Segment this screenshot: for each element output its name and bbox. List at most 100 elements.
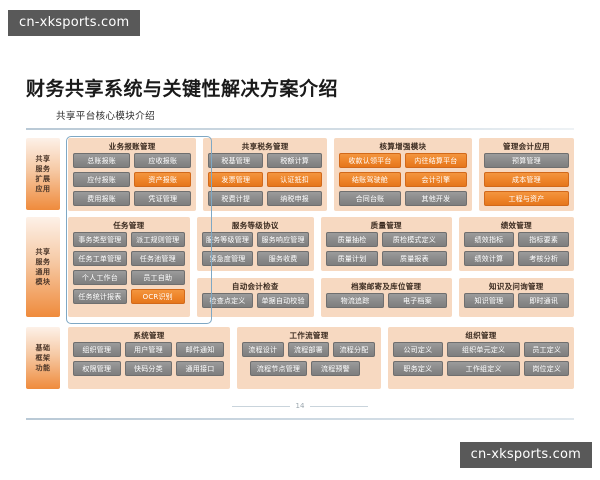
tile[interactable]: 预算管理 — [483, 153, 569, 168]
tile[interactable]: 质检模式定义 — [382, 232, 447, 247]
tile[interactable]: 税额计算 — [267, 153, 322, 168]
tile[interactable]: 紧急度管理 — [201, 251, 254, 266]
tile[interactable]: 结账驾驶舱 — [339, 172, 401, 187]
card-title: 工作流管理 — [289, 331, 329, 340]
card-sla[interactable]: 服务等级协议 服务等级管理 服务响应管理 紧急度管理 服务收费 — [196, 217, 314, 271]
tile[interactable]: 流程预警 — [310, 361, 360, 376]
tile[interactable]: 流程设计 — [242, 342, 284, 357]
tile[interactable]: 总账报账 — [73, 153, 131, 168]
tile[interactable]: 公司定义 — [393, 342, 443, 357]
card-quality-management[interactable]: 质量管理 质量抽检 质检模式定义 质量计划 质量报表 — [320, 217, 452, 271]
tile[interactable]: 质量抽检 — [325, 232, 379, 247]
tile-grid: 流程设计 流程部署 流程分配 流程节点管理 流程预警 — [242, 342, 376, 376]
band-label-0: 共享服务扩展应用 — [26, 138, 60, 210]
tile[interactable]: 个人工作台 — [73, 270, 127, 285]
tile[interactable]: 组织单元定义 — [446, 342, 521, 357]
tile[interactable]: 单据自动校验 — [257, 293, 309, 308]
tile[interactable]: 指标要素 — [518, 232, 569, 247]
tile[interactable]: 凭证管理 — [134, 191, 192, 206]
tile-grid: 总账报账 应收报账 应付报账 资产报账 费用报账 凭证管理 — [73, 153, 192, 206]
tile[interactable]: 任务工单管理 — [73, 251, 127, 266]
tile[interactable]: 税基管理 — [208, 153, 264, 168]
tile[interactable]: 应收报账 — [134, 153, 192, 168]
card-title: 核算增强模块 — [379, 142, 427, 151]
tile[interactable]: 快码分类 — [124, 361, 173, 376]
band-shared-service-common: 共享服务通用模块 任务管理 事务类型管理 派工规则管理 任务工单管理 任务池管理… — [26, 217, 574, 317]
tile[interactable]: 知识管理 — [463, 293, 515, 308]
tile[interactable]: 考核分析 — [518, 251, 569, 266]
card-workflow-management[interactable]: 工作流管理 流程设计 流程部署 流程分配 流程节点管理 流程预警 — [237, 327, 381, 389]
tile[interactable]: 邮件通知 — [176, 342, 224, 357]
column-1-0: 任务管理 事务类型管理 派工规则管理 任务工单管理 任务池管理 个人工作台 员工… — [68, 217, 190, 317]
tile[interactable]: 应付报账 — [73, 172, 131, 187]
card-organization-management[interactable]: 组织管理 公司定义 组织单元定义 员工定义 职务定义 工作组定义 岗位定义 — [388, 327, 574, 389]
tile[interactable]: 其他开发 — [404, 191, 467, 206]
tile[interactable]: 事务类型管理 — [73, 232, 127, 247]
card-shared-tax-management[interactable]: 共享税务管理 税基管理 税额计算 发票管理 认证抵扣 税费计提 纳税申报 — [203, 138, 327, 211]
footer-rule-right — [310, 405, 369, 407]
card-task-management[interactable]: 任务管理 事务类型管理 派工规则管理 任务工单管理 任务池管理 个人工作台 员工… — [68, 217, 190, 317]
tile[interactable]: 纳税申报 — [267, 191, 322, 206]
tile[interactable]: 流程节点管理 — [250, 361, 307, 376]
tile[interactable]: 收款认领平台 — [339, 153, 401, 168]
tile[interactable]: 服务等级管理 — [201, 232, 254, 247]
tile[interactable]: 员工定义 — [524, 342, 569, 357]
tile[interactable]: 服务响应管理 — [257, 232, 309, 247]
tile[interactable]: 工程与资产 — [483, 191, 569, 206]
watermark-bottom: cn-xksports.com — [459, 442, 592, 468]
tile[interactable]: 发票管理 — [208, 172, 264, 187]
tile[interactable]: 资产报账 — [134, 172, 192, 187]
tile[interactable]: 流程分配 — [333, 342, 375, 357]
tile[interactable]: 即时通讯 — [518, 293, 569, 308]
page-title: 财务共享系统与关键性解决方案介绍 — [26, 78, 339, 100]
card-title: 系统管理 — [133, 331, 165, 340]
tile-grid: 质量抽检 质检模式定义 质量计划 质量报表 — [325, 232, 447, 266]
card-accounting-enhancement[interactable]: 核算增强模块 收款认领平台 内往结算平台 结账驾驶舱 会计引擎 合同台账 其他开… — [334, 138, 472, 211]
tile[interactable]: 会计引擎 — [404, 172, 467, 187]
tile[interactable]: 服务收费 — [257, 251, 309, 266]
band-label-2-text: 基础框架功能 — [35, 344, 51, 372]
tile[interactable]: 电子档案 — [388, 293, 447, 308]
tile[interactable]: 派工规则管理 — [130, 232, 185, 247]
tile[interactable]: 员工自助 — [130, 270, 185, 285]
band-label-0-text: 共享服务扩展应用 — [35, 155, 51, 193]
card-business-reimbursement[interactable]: 业务报账管理 总账报账 应收报账 应付报账 资产报账 费用报账 凭证管理 — [68, 138, 197, 211]
band-1-body: 任务管理 事务类型管理 派工规则管理 任务工单管理 任务池管理 个人工作台 员工… — [68, 217, 574, 317]
tile[interactable]: 通用接口 — [176, 361, 224, 376]
tile[interactable]: 工作组定义 — [446, 361, 521, 376]
card-auto-accounting-check[interactable]: 自动会计检查 检查点定义 单据自动校验 — [196, 278, 314, 317]
tile[interactable]: 职务定义 — [393, 361, 443, 376]
band-label-2: 基础框架功能 — [26, 327, 60, 389]
column-2-0: 系统管理 组织管理 用户管理 邮件通知 权限管理 快码分类 通用接口 — [68, 327, 230, 389]
tile[interactable]: 认证抵扣 — [267, 172, 322, 187]
tile[interactable]: 税费计提 — [208, 191, 264, 206]
slide-footer: 14 — [0, 402, 600, 410]
tile[interactable]: 岗位定义 — [524, 361, 569, 376]
tile[interactable]: 合同台账 — [339, 191, 401, 206]
tile[interactable]: 检查点定义 — [201, 293, 254, 308]
tile[interactable]: 质量报表 — [382, 251, 447, 266]
tile[interactable]: 绩效指标 — [463, 232, 515, 247]
tile[interactable]: 任务池管理 — [130, 251, 185, 266]
tile[interactable]: 内往结算平台 — [404, 153, 467, 168]
card-system-management[interactable]: 系统管理 组织管理 用户管理 邮件通知 权限管理 快码分类 通用接口 — [68, 327, 230, 389]
tile[interactable]: 物流追踪 — [325, 293, 385, 308]
tile[interactable]: 组织管理 — [73, 342, 121, 357]
tile[interactable]: 绩效计算 — [463, 251, 515, 266]
card-performance-management[interactable]: 绩效管理 绩效指标 指标要素 绩效计算 考核分析 — [458, 217, 574, 271]
tile[interactable]: 费用报账 — [73, 191, 131, 206]
tile[interactable]: 任务统计报表 — [73, 289, 127, 304]
column-0-0: 业务报账管理 总账报账 应收报账 应付报账 资产报账 费用报账 凭证管理 — [68, 138, 197, 211]
card-title: 质量管理 — [370, 221, 402, 230]
tile[interactable]: 成本管理 — [483, 172, 569, 187]
tile[interactable]: 权限管理 — [73, 361, 121, 376]
card-management-accounting[interactable]: 管理会计应用 预算管理 成本管理 工程与资产 — [478, 138, 574, 211]
tile[interactable]: 流程部署 — [287, 342, 330, 357]
band-label-1-text: 共享服务通用模块 — [35, 248, 51, 286]
tile[interactable]: OCR识别 — [130, 289, 185, 304]
tile[interactable]: 质量计划 — [325, 251, 379, 266]
card-archive-mailing[interactable]: 档案邮寄及库位管理 物流追踪 电子档案 — [320, 278, 452, 317]
card-knowledge-inquiry[interactable]: 知识及问询管理 知识管理 即时通讯 — [458, 278, 574, 317]
column-0-1: 共享税务管理 税基管理 税额计算 发票管理 认证抵扣 税费计提 纳税申报 — [203, 138, 327, 211]
tile[interactable]: 用户管理 — [124, 342, 173, 357]
